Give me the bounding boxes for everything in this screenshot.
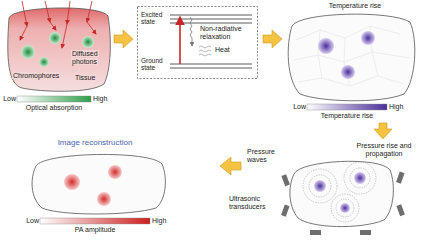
text-patch: Ground state	[140, 57, 164, 71]
process-label: Heat	[214, 46, 236, 54]
process-label: Non-radiative relaxation	[199, 25, 255, 40]
stage-title: Pressure rise and propagation	[348, 142, 420, 157]
scale-label: High	[152, 217, 172, 225]
scale-label: Low	[22, 217, 39, 225]
part-label: Pressure waves	[247, 148, 285, 163]
text-patch: Diffused photons	[71, 50, 99, 65]
text-patch: Tissue	[74, 74, 96, 81]
part-label: Chromophores	[12, 72, 62, 80]
text-patch: Non-radiative relaxation	[199, 25, 243, 40]
scale-label: High	[389, 103, 409, 111]
scale-title: Temperature rise	[300, 112, 394, 120]
scale-label: Low	[0, 95, 16, 103]
part-label: Tissue	[74, 74, 102, 82]
text-patch: Heat	[214, 46, 231, 53]
stage-title: Temperature rise	[300, 2, 410, 10]
scale-label: Low	[290, 103, 306, 111]
state-label: Excited state	[140, 11, 169, 25]
scale-label: High	[93, 95, 113, 103]
text-patch: Chromophores	[12, 72, 60, 79]
text-patch: Excited state	[140, 11, 163, 25]
part-label: Ultrasonic transducers	[229, 195, 279, 210]
stage-title: Image reconstruction	[30, 139, 160, 148]
state-label: Ground state	[140, 57, 169, 71]
part-label: Diffused photons	[71, 50, 106, 65]
scale-title: Optical absorption	[12, 104, 96, 112]
scale-title: PA amplitude	[40, 226, 150, 234]
